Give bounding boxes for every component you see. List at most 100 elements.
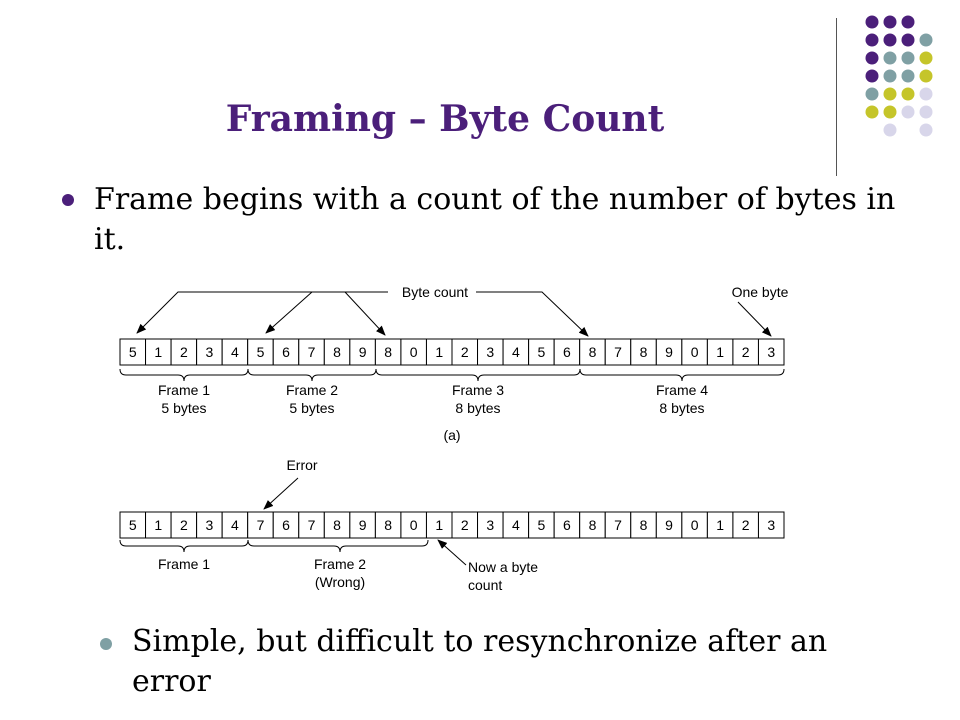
decoration-dot	[901, 15, 915, 29]
byte-a-cell	[119, 338, 147, 366]
frame4-label: Frame 4	[656, 382, 708, 398]
bullet-icon	[62, 194, 74, 206]
byte-b-cell-value: 4	[512, 517, 520, 533]
decoration-dot	[901, 51, 915, 65]
decoration-dot	[883, 33, 897, 47]
byte-a-cell-value: 6	[282, 344, 290, 360]
frame3-brace	[375, 368, 581, 382]
decoration-dot	[901, 105, 915, 119]
bullet-text: Simple, but difficult to resynchronize a…	[132, 624, 828, 699]
byte-a-cell-value: 4	[231, 344, 239, 360]
byte-b-cell-value: 6	[563, 517, 571, 533]
byte-b-cell-value: 7	[308, 517, 316, 533]
arrow-to-one-byte	[737, 301, 772, 337]
byte-b-cell	[655, 511, 683, 539]
decoration-dot	[919, 51, 933, 65]
error-label: Error	[286, 457, 317, 473]
byte-b-cell	[323, 511, 351, 539]
byte-a-cell-value: 1	[154, 344, 162, 360]
byte-b-cell	[145, 511, 172, 539]
byte-a-cell-value: 8	[384, 344, 392, 360]
decoration-dot	[919, 33, 933, 47]
byte-b-cell	[400, 511, 427, 539]
byte-b-cell	[374, 511, 402, 539]
byte-a-cell-value: 8	[589, 344, 597, 360]
byte-b-cell-value: 0	[691, 517, 699, 533]
byte-a-cell	[451, 338, 479, 366]
frame4-size: 8 bytes	[659, 400, 704, 416]
dot-grid-decoration	[865, 15, 933, 137]
arrow-to-error-byte	[263, 477, 299, 510]
byte-b-cell	[630, 511, 657, 539]
byte-a-cell-value: 7	[308, 344, 316, 360]
byte-count-label: Byte count	[402, 284, 468, 300]
byte-a-cell	[655, 338, 683, 366]
byte-b-cell-value: 1	[716, 517, 724, 533]
one-byte-label: One byte	[732, 284, 789, 300]
decoration-dot	[883, 15, 897, 29]
now-byte-count-label: Now a byte	[468, 559, 538, 575]
byte-b-cell-value: 5	[129, 517, 137, 533]
byte-b-cell-value: 8	[589, 517, 597, 533]
decoration-dot	[883, 123, 897, 137]
byte-a-cell-value: 8	[333, 344, 341, 360]
frame2-wrong-label: Frame 2	[314, 556, 366, 572]
byte-a-cell	[145, 338, 172, 366]
byte-b-cell-value: 9	[665, 517, 673, 533]
byte-b-cell-value: 0	[410, 517, 418, 533]
bullet-item-1: Frame begins with a count of the number …	[62, 180, 902, 260]
decoration-dot	[919, 123, 933, 137]
byte-a-cell	[757, 338, 785, 366]
decoration-dot	[883, 51, 897, 65]
byte-a-cell-value: 8	[640, 344, 648, 360]
byte-a-cell-value: 6	[563, 344, 571, 360]
byte-b-cell-value: 1	[435, 517, 443, 533]
decoration-dot	[865, 105, 879, 119]
byte-b-cell	[247, 511, 274, 539]
byte-b-cell-value: 2	[180, 517, 188, 533]
byte-a-cell	[732, 338, 759, 366]
byte-a-cell-value: 9	[359, 344, 367, 360]
byte-b-cell	[757, 511, 785, 539]
byte-a-cell	[298, 338, 325, 366]
byte-b-cell-value: 7	[614, 517, 622, 533]
frame2-size: 5 bytes	[289, 400, 334, 416]
part-a-caption: (a)	[443, 427, 460, 443]
decoration-dot	[901, 87, 915, 101]
byte-a-cell-value: 3	[767, 344, 775, 360]
decorative-divider	[836, 18, 837, 176]
byte-b-cell-value: 4	[231, 517, 239, 533]
byte-a-cell	[221, 338, 249, 366]
byte-b-cell-value: 8	[384, 517, 392, 533]
byte-b-cell-value: 2	[461, 517, 469, 533]
frame2-wrong-brace	[247, 539, 429, 553]
byte-a-cell	[247, 338, 274, 366]
decoration-dot	[919, 105, 933, 119]
byte-b-cell	[681, 511, 708, 539]
byte-a-cell	[630, 338, 657, 366]
byte-a-cell-value: 2	[742, 344, 750, 360]
arrow-now-a-byte-count	[437, 539, 467, 566]
frame3-size: 8 bytes	[455, 400, 500, 416]
byte-a-cell-value: 1	[435, 344, 443, 360]
byte-b-cell	[451, 511, 479, 539]
decoration-dot	[883, 69, 897, 83]
byte-a-cell	[170, 338, 198, 366]
frame1-label: Frame 1	[158, 382, 210, 398]
byte-a-cell	[502, 338, 530, 366]
decoration-dot	[865, 15, 879, 29]
bullet-text: Frame begins with a count of the number …	[94, 182, 896, 257]
now-byte-count-label-2: count	[468, 577, 502, 593]
byte-a-cell	[323, 338, 351, 366]
arrow-to-frame2-count	[265, 291, 313, 334]
byte-a-cell-value: 7	[614, 344, 622, 360]
byte-a-cell	[272, 338, 300, 366]
frame1-brace-b	[119, 539, 249, 553]
byte-b-cell-value: 8	[640, 517, 648, 533]
byte-b-cell-value: 3	[767, 517, 775, 533]
decoration-dot	[901, 69, 915, 83]
decoration-dot	[865, 87, 879, 101]
